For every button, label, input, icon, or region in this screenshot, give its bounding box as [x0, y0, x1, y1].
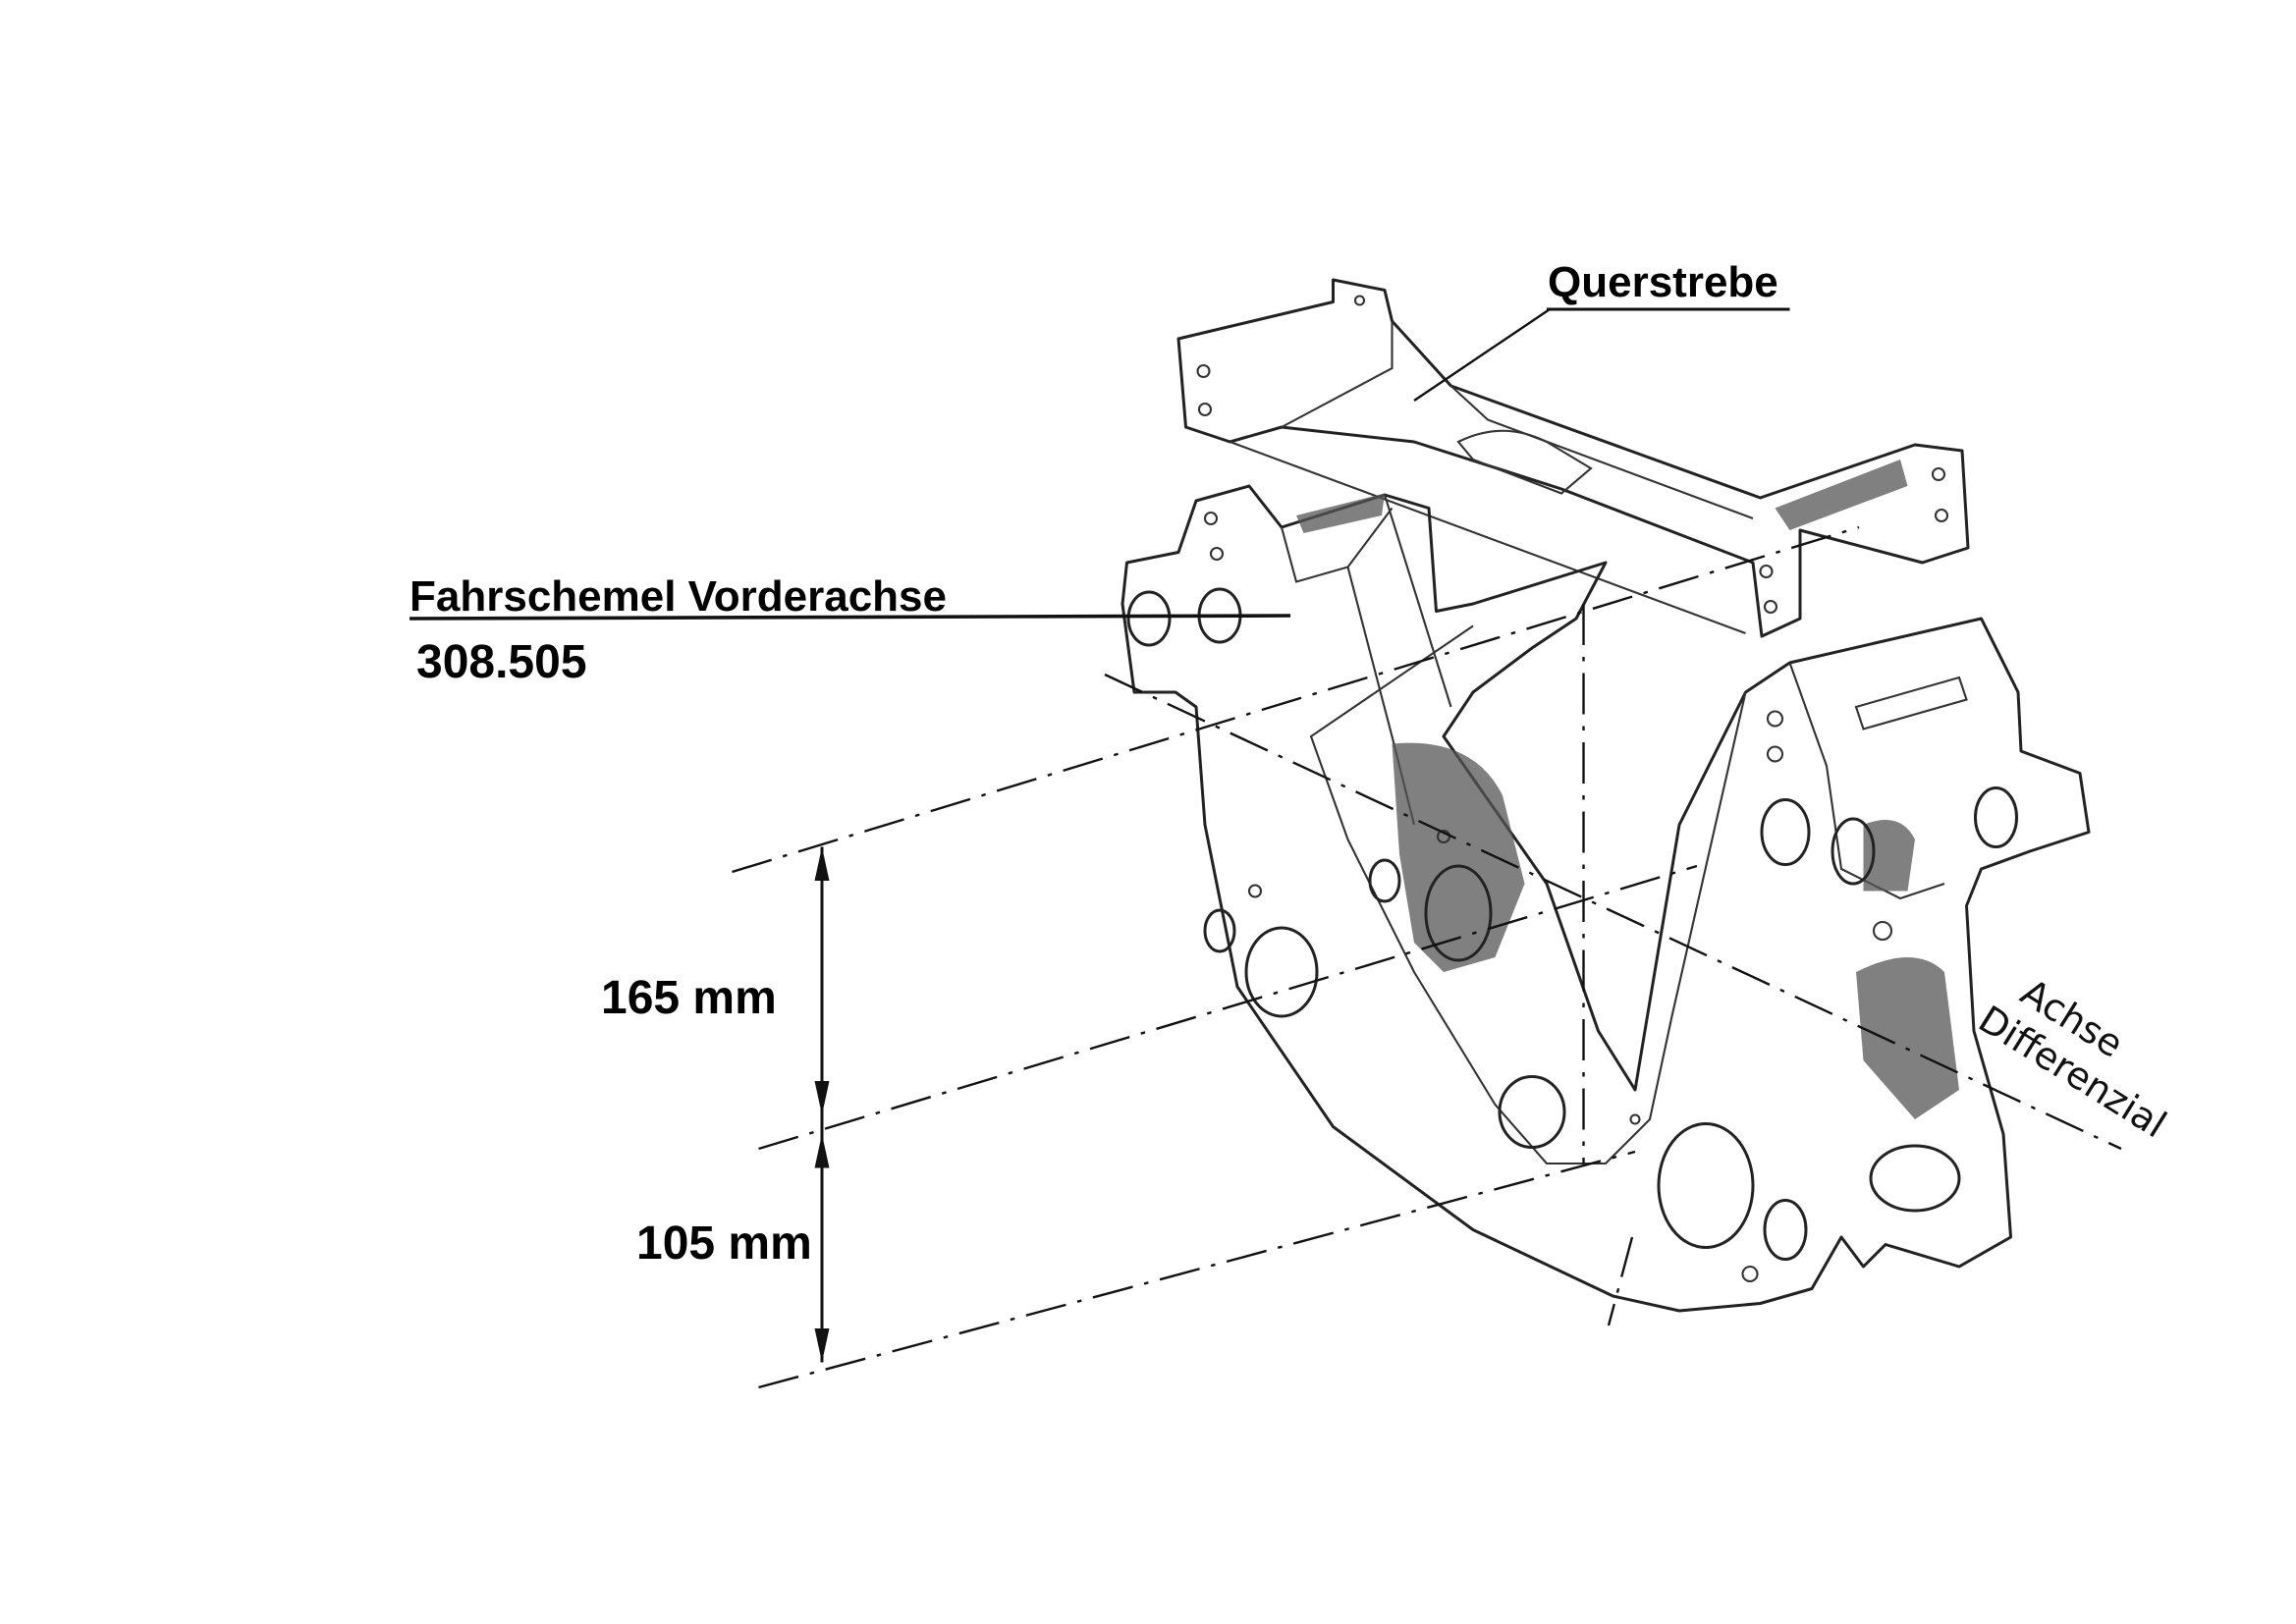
- subframe-leader: [409, 614, 1291, 621]
- subframe-number-label: 308.505: [416, 636, 587, 688]
- axis-differential-label: Achse Differenzial: [1971, 970, 2173, 1146]
- crossbar-part: [1176, 278, 1970, 638]
- dimension-165-label: 165 mm: [601, 972, 777, 1024]
- crossbar-label: Querstrebe: [1548, 258, 1778, 306]
- dimension-line: [814, 846, 830, 1363]
- dimension-105-label: 105 mm: [636, 1218, 812, 1270]
- crossbar-leader: [1413, 308, 1551, 402]
- centerlines: [732, 525, 2122, 1389]
- subframe-body: [1121, 484, 2091, 1313]
- subframe-title-label: Fahrschemel Vorderachse: [410, 572, 947, 621]
